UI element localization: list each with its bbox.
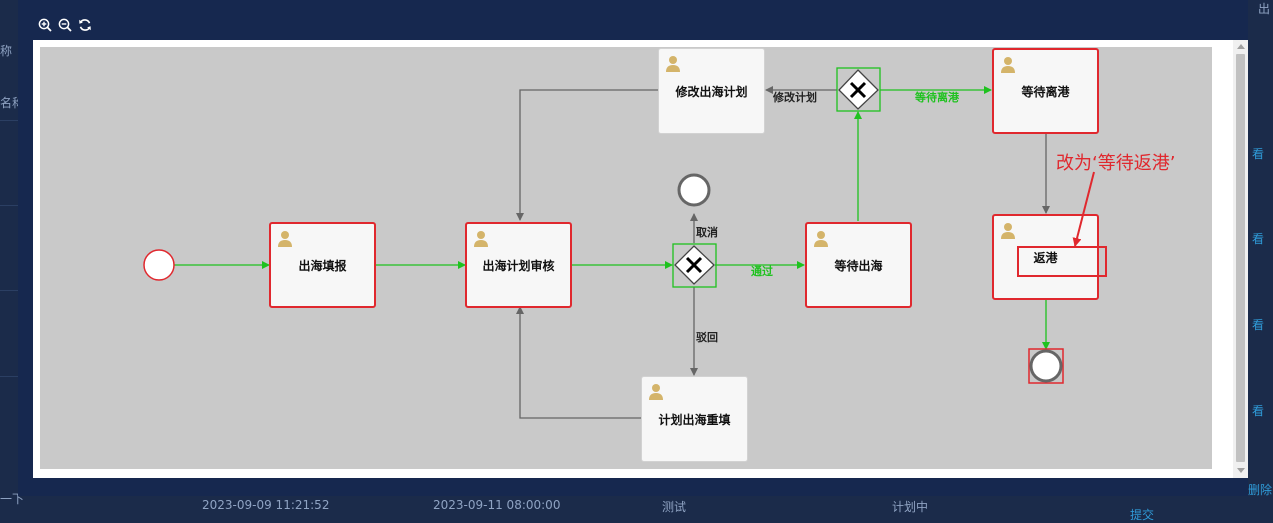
user-icon (1001, 223, 1015, 239)
task-review-label: 出海计划审核 (482, 258, 555, 273)
user-icon (666, 56, 680, 72)
review-annotation: 改为‘等待返港’ (1056, 153, 1176, 174)
gateway-depart-x (849, 81, 867, 99)
task-review[interactable]: 出海计划审核 (465, 222, 572, 308)
bg-cell-type: 测试 (662, 500, 687, 514)
vertical-scrollbar[interactable] (1233, 40, 1248, 478)
task-wait-leave[interactable]: 等待离港 (992, 48, 1099, 134)
bg-view-link[interactable]: 看 (1252, 318, 1265, 332)
bg-divider (0, 205, 20, 206)
gateway-review-x (685, 256, 703, 274)
bg-view-link[interactable]: 看 (1252, 147, 1265, 161)
bg-divider (0, 290, 20, 291)
scroll-thumb[interactable] (1236, 54, 1245, 462)
diagram-toolbar (38, 18, 92, 34)
flow-refill-to-review (516, 306, 641, 419)
scroll-up-icon[interactable] (1237, 44, 1245, 49)
end-event[interactable] (1029, 349, 1063, 383)
bg-delete-link[interactable]: 删除 (1248, 483, 1273, 497)
task-wait-leave-label: 等待离港 (1021, 84, 1070, 99)
flow-label-reject: 驳回 (696, 331, 718, 344)
bg-view-link[interactable]: 看 (1252, 232, 1265, 246)
process-diagram-modal: 出海填报 出海计划审核 修改出海计划 计划出海重填 等待出海 等待离港 (18, 0, 1248, 496)
flow-label-pass: 通过 (751, 265, 773, 278)
gateway-review-highlight (672, 243, 717, 288)
bg-top-right-label: 出 (1258, 2, 1271, 16)
user-icon (474, 231, 488, 247)
task-modify[interactable]: 修改出海计划 (658, 48, 765, 134)
bg-cell-status: 计划中 (892, 500, 929, 514)
flow-label-cancel: 取消 (696, 226, 718, 239)
flow-connections (143, 67, 1064, 419)
task-fill[interactable]: 出海填报 (269, 222, 376, 308)
task-return-label: 返港 (1033, 250, 1058, 265)
diagram-canvas-frame: 出海填报 出海计划审核 修改出海计划 计划出海重填 等待出海 等待离港 (33, 40, 1248, 478)
end-event-highlight (1028, 348, 1064, 384)
start-event[interactable] (143, 249, 175, 281)
task-refill-label: 计划出海重填 (658, 412, 731, 427)
zoom-in-icon[interactable] (38, 18, 52, 32)
annotation-highlight-box (1017, 246, 1107, 277)
bg-view-link[interactable]: 看 (1252, 404, 1265, 418)
scroll-down-icon[interactable] (1237, 468, 1245, 473)
bg-divider (0, 120, 20, 121)
gateway-depart-highlight (836, 67, 881, 112)
bg-label-name: 称 (0, 44, 13, 58)
flow-label-wait-leave: 等待离港 (915, 91, 959, 104)
flow-label-modify-plan: 修改计划 (773, 91, 817, 104)
flow-modify-to-review (516, 89, 658, 221)
user-icon (814, 231, 828, 247)
task-refill[interactable]: 计划出海重填 (641, 376, 748, 462)
bg-divider (0, 376, 20, 377)
bg-cell-planned: 2023-09-11 08:00:00 (433, 498, 561, 512)
cancel-end-event[interactable] (677, 173, 711, 207)
refresh-icon[interactable] (78, 18, 92, 32)
task-wait-depart-label: 等待出海 (834, 258, 883, 273)
task-fill-label: 出海填报 (298, 258, 347, 273)
task-modify-label: 修改出海计划 (675, 84, 748, 99)
user-icon (649, 384, 663, 400)
diagram-canvas: 出海填报 出海计划审核 修改出海计划 计划出海重填 等待出海 等待离港 (40, 47, 1212, 469)
user-icon (1001, 57, 1015, 73)
task-return[interactable]: 返港 (992, 214, 1099, 300)
zoom-out-icon[interactable] (58, 18, 72, 32)
user-icon (278, 231, 292, 247)
task-wait-depart[interactable]: 等待出海 (805, 222, 912, 308)
bg-cell-created: 2023-09-09 11:21:52 (202, 498, 330, 512)
